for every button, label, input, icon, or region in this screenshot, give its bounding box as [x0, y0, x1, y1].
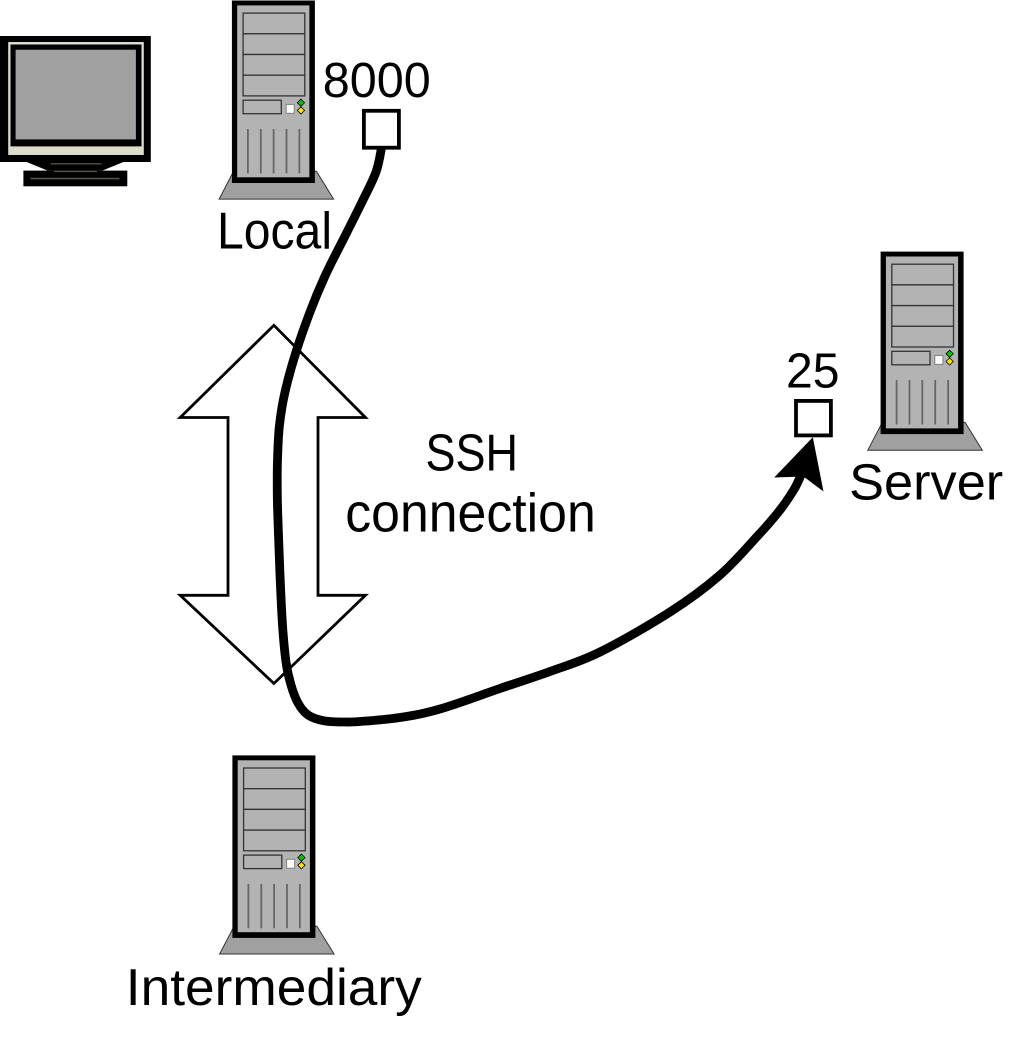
- svg-text:Local: Local: [217, 203, 332, 261]
- svg-text:25: 25: [786, 344, 840, 399]
- svg-text:Server: Server: [849, 454, 1003, 511]
- svg-text:Intermediary: Intermediary: [126, 958, 422, 1016]
- svg-text:connection: connection: [345, 482, 596, 544]
- svg-text:SSH: SSH: [425, 424, 518, 482]
- svg-text:8000: 8000: [323, 53, 431, 108]
